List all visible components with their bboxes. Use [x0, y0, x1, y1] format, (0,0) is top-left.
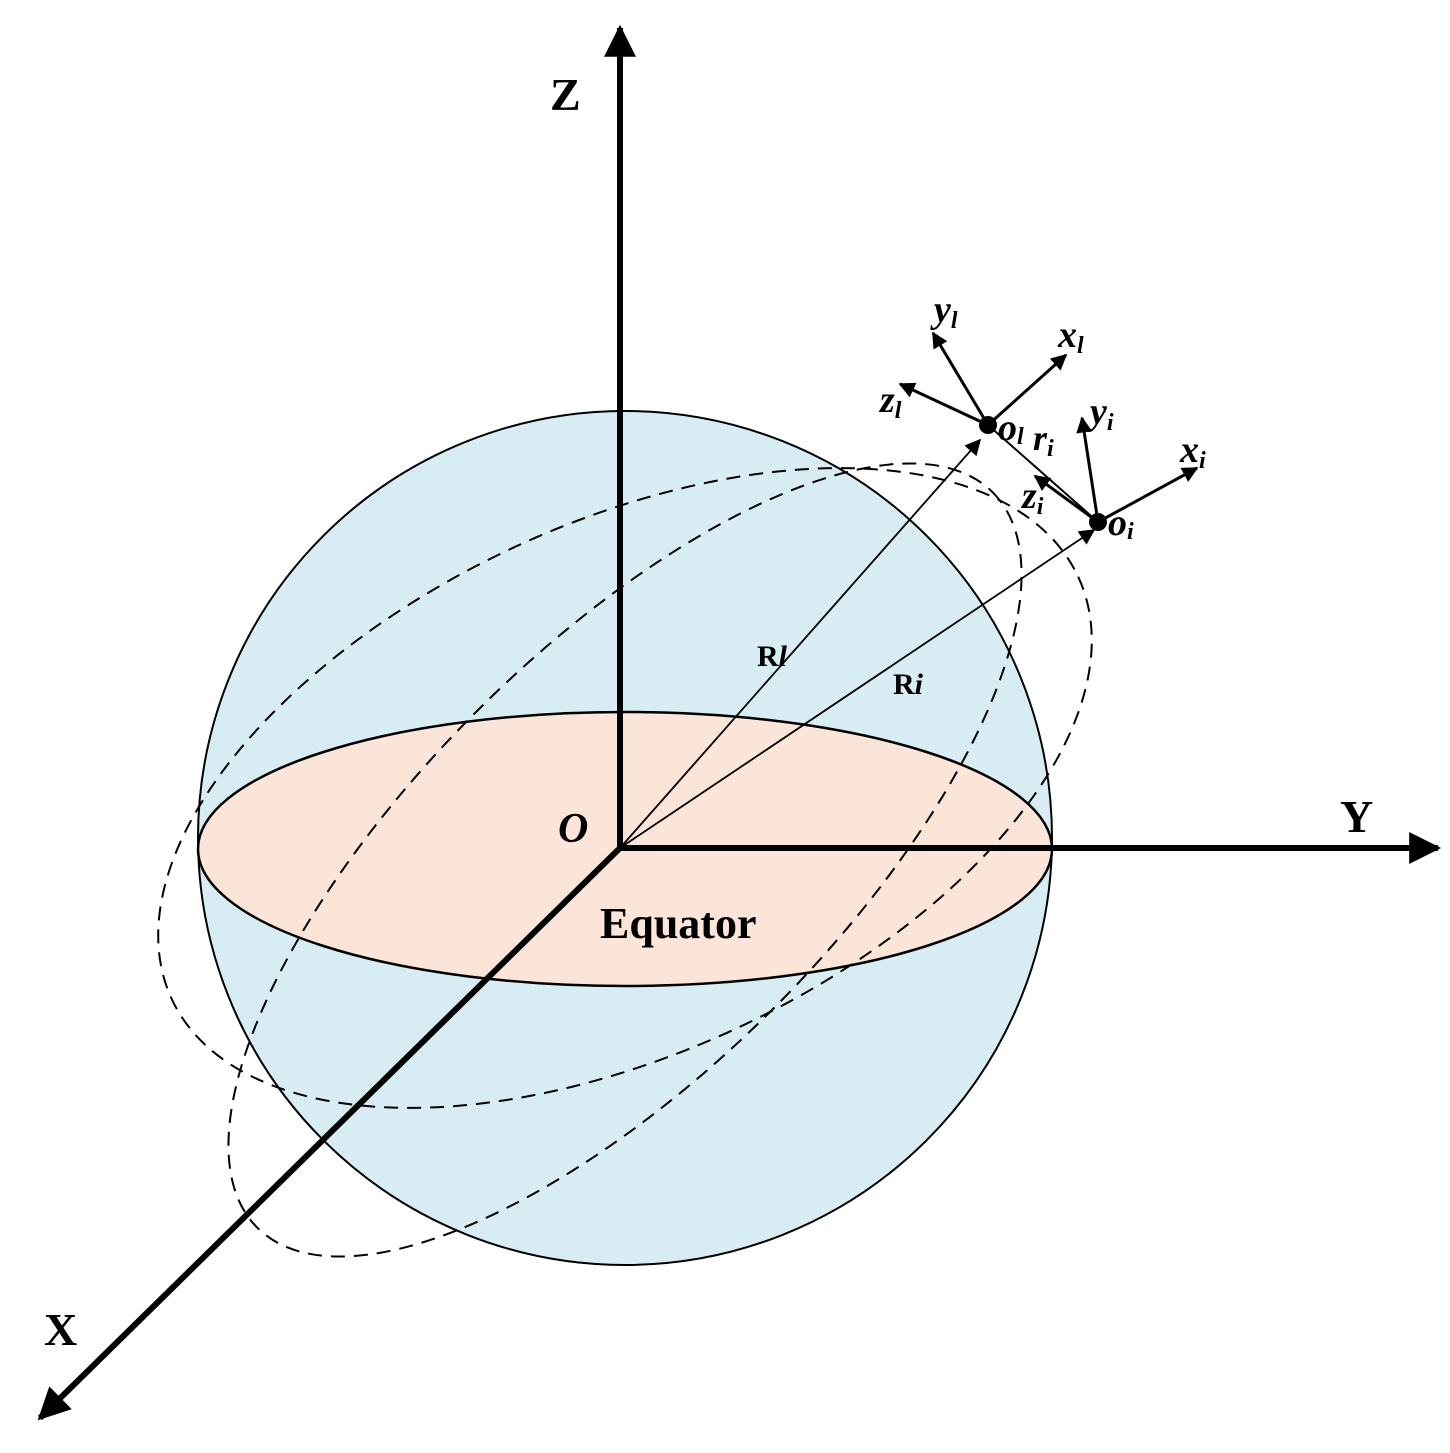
leader-x-axis: [986, 353, 1068, 427]
follower-origin-label: oi: [1108, 502, 1134, 545]
y-axis-label: Y: [1340, 791, 1373, 842]
leader-y-label: yl: [930, 289, 958, 334]
z-axis-label: Z: [550, 69, 581, 120]
leader-y-axis: [931, 331, 990, 426]
follower-x-label: xi: [1179, 429, 1206, 474]
follower-x-axis: [1097, 466, 1199, 524]
follower-y-label: yi: [1086, 391, 1114, 436]
x-axis: [37, 845, 623, 1421]
follower-origin-point: [1089, 513, 1107, 531]
orbit-follower-dashed: [157, 467, 1093, 1109]
follower-z-label: zi: [1020, 475, 1044, 520]
x-axis-label: X: [44, 1304, 77, 1355]
orbit-leader-dashed: [227, 462, 1023, 1258]
r-follower-vector: [619, 529, 1096, 849]
r-leader-vector: [619, 438, 982, 849]
r-follower-label: Ri: [893, 668, 924, 701]
leader-x-label: xl: [1057, 314, 1084, 359]
relative-vector-label: ri: [1033, 418, 1054, 462]
r-leader-label: Rl: [757, 640, 788, 673]
equator-label: Equator: [600, 899, 756, 948]
leader-z-label: zl: [878, 379, 902, 424]
leader-origin-label: ol: [998, 407, 1024, 450]
follower-z-axis: [1033, 474, 1099, 524]
leader-z-axis: [898, 382, 989, 427]
follower-y-axis: [1076, 416, 1100, 523]
leader-origin-point: [979, 416, 997, 434]
relative-vector: [987, 424, 1099, 523]
origin-label: O: [558, 806, 588, 852]
